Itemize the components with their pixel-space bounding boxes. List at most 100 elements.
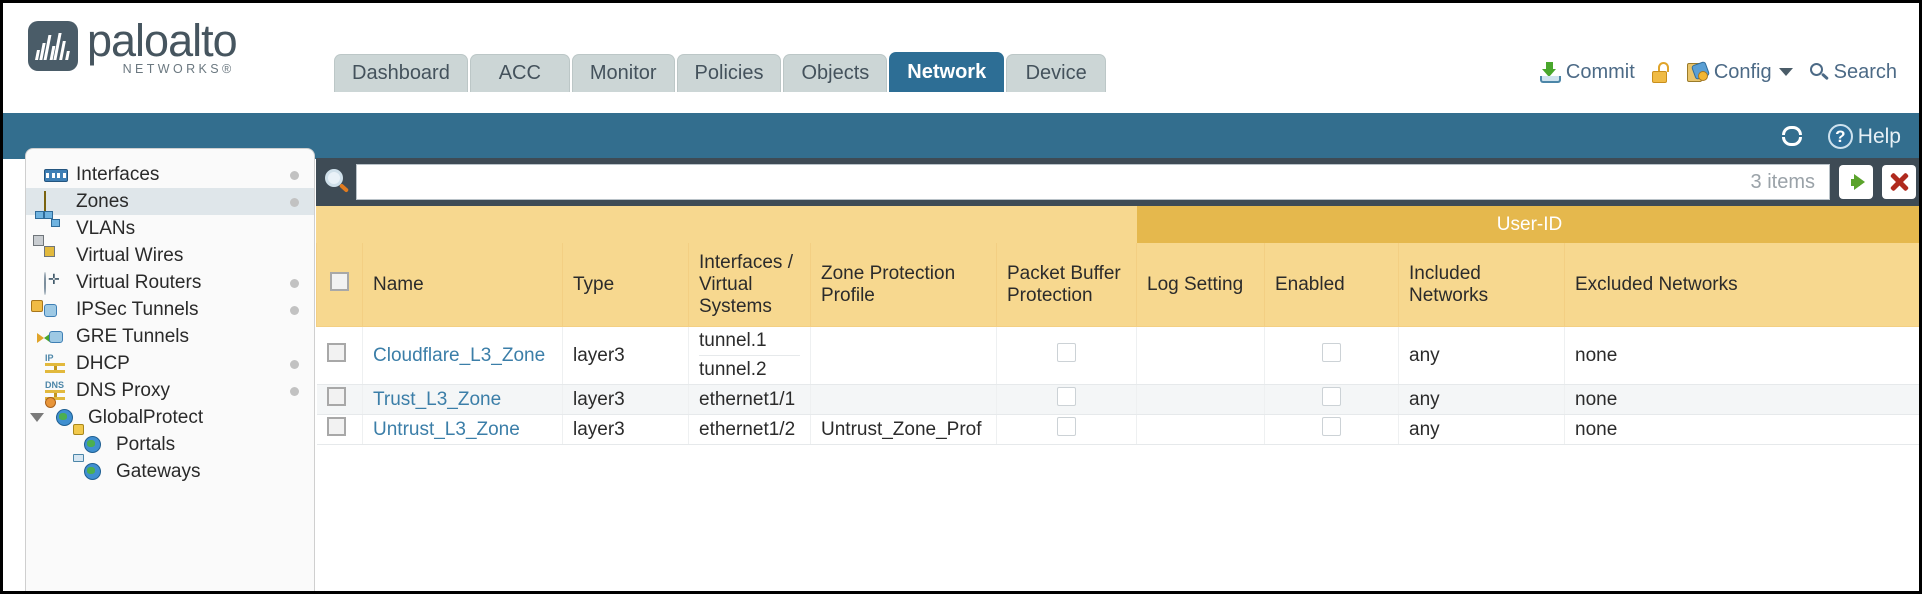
sidebar-status-dot [290,198,299,207]
config-menu-button[interactable]: Config [1686,60,1793,84]
column-header-type[interactable]: Type [562,242,689,327]
ipsec-tunnels-icon [31,299,68,320]
help-button[interactable]: ? Help [1827,124,1901,149]
sidebar-status-dot [290,279,299,288]
search-input[interactable]: 3 items [356,164,1830,200]
portals-icon [73,423,108,455]
tab-network[interactable]: Network [889,52,1005,92]
row-checkbox[interactable] [326,387,346,406]
sidebar-item-dns-proxy[interactable]: DNS DNS Proxy [26,377,314,404]
sidebar-item-ipsec-tunnels[interactable]: IPSec Tunnels [26,296,314,323]
sidebar-item-dhcp[interactable]: IP DHCP [26,350,314,377]
help-question-icon: ? [1827,124,1853,149]
help-label: Help [1857,124,1901,148]
row-checkbox[interactable] [326,417,346,436]
zone-name-link[interactable]: Cloudflare_L3_Zone [373,344,546,366]
group-header-blank [316,206,1137,243]
column-header-excluded-networks[interactable]: Excluded Networks [1563,242,1919,327]
sidebar-label-zones: Zones [76,190,129,212]
userid-enabled-checkbox[interactable] [1322,343,1341,362]
zones-main-panel: 3 items [316,158,1919,591]
cell-log-setting [1136,384,1265,415]
column-header-log-setting[interactable]: Log Setting [1136,242,1265,327]
zone-name-link[interactable]: Trust_L3_Zone [373,388,502,410]
sidebar-item-globalprotect[interactable]: GlobalProtect [26,396,314,431]
sidebar-item-virtual-routers[interactable]: Virtual Routers [26,269,314,296]
packet-buffer-checkbox[interactable] [1057,417,1076,436]
apply-filter-button[interactable] [1839,165,1873,199]
tab-device[interactable]: Device [1006,54,1107,92]
virtual-wires-icon [33,234,68,266]
cell-userid-enabled[interactable] [1264,384,1399,415]
sidebar-item-portals[interactable]: Portals [26,423,314,458]
cell-included-networks: any [1398,326,1565,385]
sidebar-item-virtual-wires[interactable]: Virtual Wires [26,234,314,269]
sidebar-item-vlans[interactable]: VLANs [26,210,314,242]
cell-type: layer3 [562,384,689,415]
interface-entry: tunnel.1 [699,327,800,356]
sidebar-item-zones[interactable]: Zones [26,188,314,215]
column-header-zone-protection-profile[interactable]: Zone Protection Profile [810,242,997,327]
column-header-name[interactable]: Name [362,242,563,327]
unlock-button[interactable] [1651,61,1670,83]
packet-buffer-checkbox[interactable] [1057,343,1076,362]
sidebar-item-gateways[interactable]: Gateways [26,453,314,485]
tab-objects[interactable]: Objects [783,54,888,92]
search-button[interactable]: Search [1809,61,1897,84]
column-header-interfaces[interactable]: Interfaces / Virtual Systems [688,242,811,327]
column-header-enabled[interactable]: Enabled [1264,242,1399,327]
sidebar-item-interfaces[interactable]: Interfaces [26,161,314,188]
sidebar-label-ipsec-tunnels: IPSec Tunnels [76,298,199,320]
zone-name-link[interactable]: Untrust_L3_Zone [373,418,520,440]
expand-triangle-icon[interactable] [30,413,44,422]
tab-policies[interactable]: Policies [676,54,782,92]
cell-packet-buffer-protection[interactable] [996,414,1137,445]
commit-button[interactable]: Commit [1539,61,1635,84]
table-header-row: Name Type Interfaces / Virtual Systems Z… [316,242,1919,327]
cell-name[interactable]: Cloudflare_L3_Zone [362,326,563,385]
interfaces-icon [44,165,68,185]
row-select-cell[interactable] [316,414,363,445]
cell-packet-buffer-protection[interactable] [996,384,1137,415]
select-all-header[interactable] [316,242,363,327]
search-magnifier-icon[interactable] [322,167,352,197]
tab-acc[interactable]: ACC [469,54,570,92]
cell-interfaces: tunnel.1 tunnel.2 [688,326,811,385]
tab-monitor[interactable]: Monitor [571,54,675,92]
userid-enabled-checkbox[interactable] [1322,417,1341,436]
row-select-cell[interactable] [316,326,363,385]
cell-packet-buffer-protection[interactable] [996,326,1137,385]
dhcp-icon: IP [44,353,68,374]
sidebar-item-gre-tunnels[interactable]: GRE Tunnels [26,323,314,350]
cell-name[interactable]: Untrust_L3_Zone [362,414,563,445]
select-all-checkbox[interactable] [330,272,349,291]
sidebar-label-gre-tunnels: GRE Tunnels [76,325,189,347]
clear-filter-button[interactable] [1882,165,1916,199]
cell-type: layer3 [562,326,689,385]
sidebar-label-portals: Portals [116,433,176,455]
cell-userid-enabled[interactable] [1264,326,1399,385]
packet-buffer-checkbox[interactable] [1057,387,1076,406]
column-header-included-networks[interactable]: Included Networks [1398,242,1565,327]
cell-userid-enabled[interactable] [1264,414,1399,445]
dns-proxy-icon: DNS [44,380,68,401]
brand-subtitle: NETWORKS® [122,62,235,76]
config-wrench-icon [1686,60,1710,83]
gre-tunnels-icon [37,327,68,347]
sub-header-band: ? Help [3,113,1919,159]
cell-excluded-networks: none [1564,326,1919,385]
zones-icon [44,190,68,214]
cell-log-setting [1136,414,1265,445]
cell-name[interactable]: Trust_L3_Zone [362,384,563,415]
refresh-icon[interactable] [1780,125,1806,149]
row-checkbox[interactable] [326,343,346,362]
table-row[interactable]: Untrust_L3_Zone layer3 ethernet1/2 Untru… [316,414,1919,445]
table-row[interactable]: Cloudflare_L3_Zone layer3 tunnel.1 tunne… [316,326,1919,385]
tab-dashboard[interactable]: Dashboard [334,54,468,92]
row-select-cell[interactable] [316,384,363,415]
sidebar-label-virtual-routers: Virtual Routers [76,271,202,293]
column-header-packet-buffer-protection[interactable]: Packet Buffer Protection [996,242,1137,327]
table-row[interactable]: Trust_L3_Zone layer3 ethernet1/1 any [316,384,1919,415]
userid-enabled-checkbox[interactable] [1322,387,1341,406]
